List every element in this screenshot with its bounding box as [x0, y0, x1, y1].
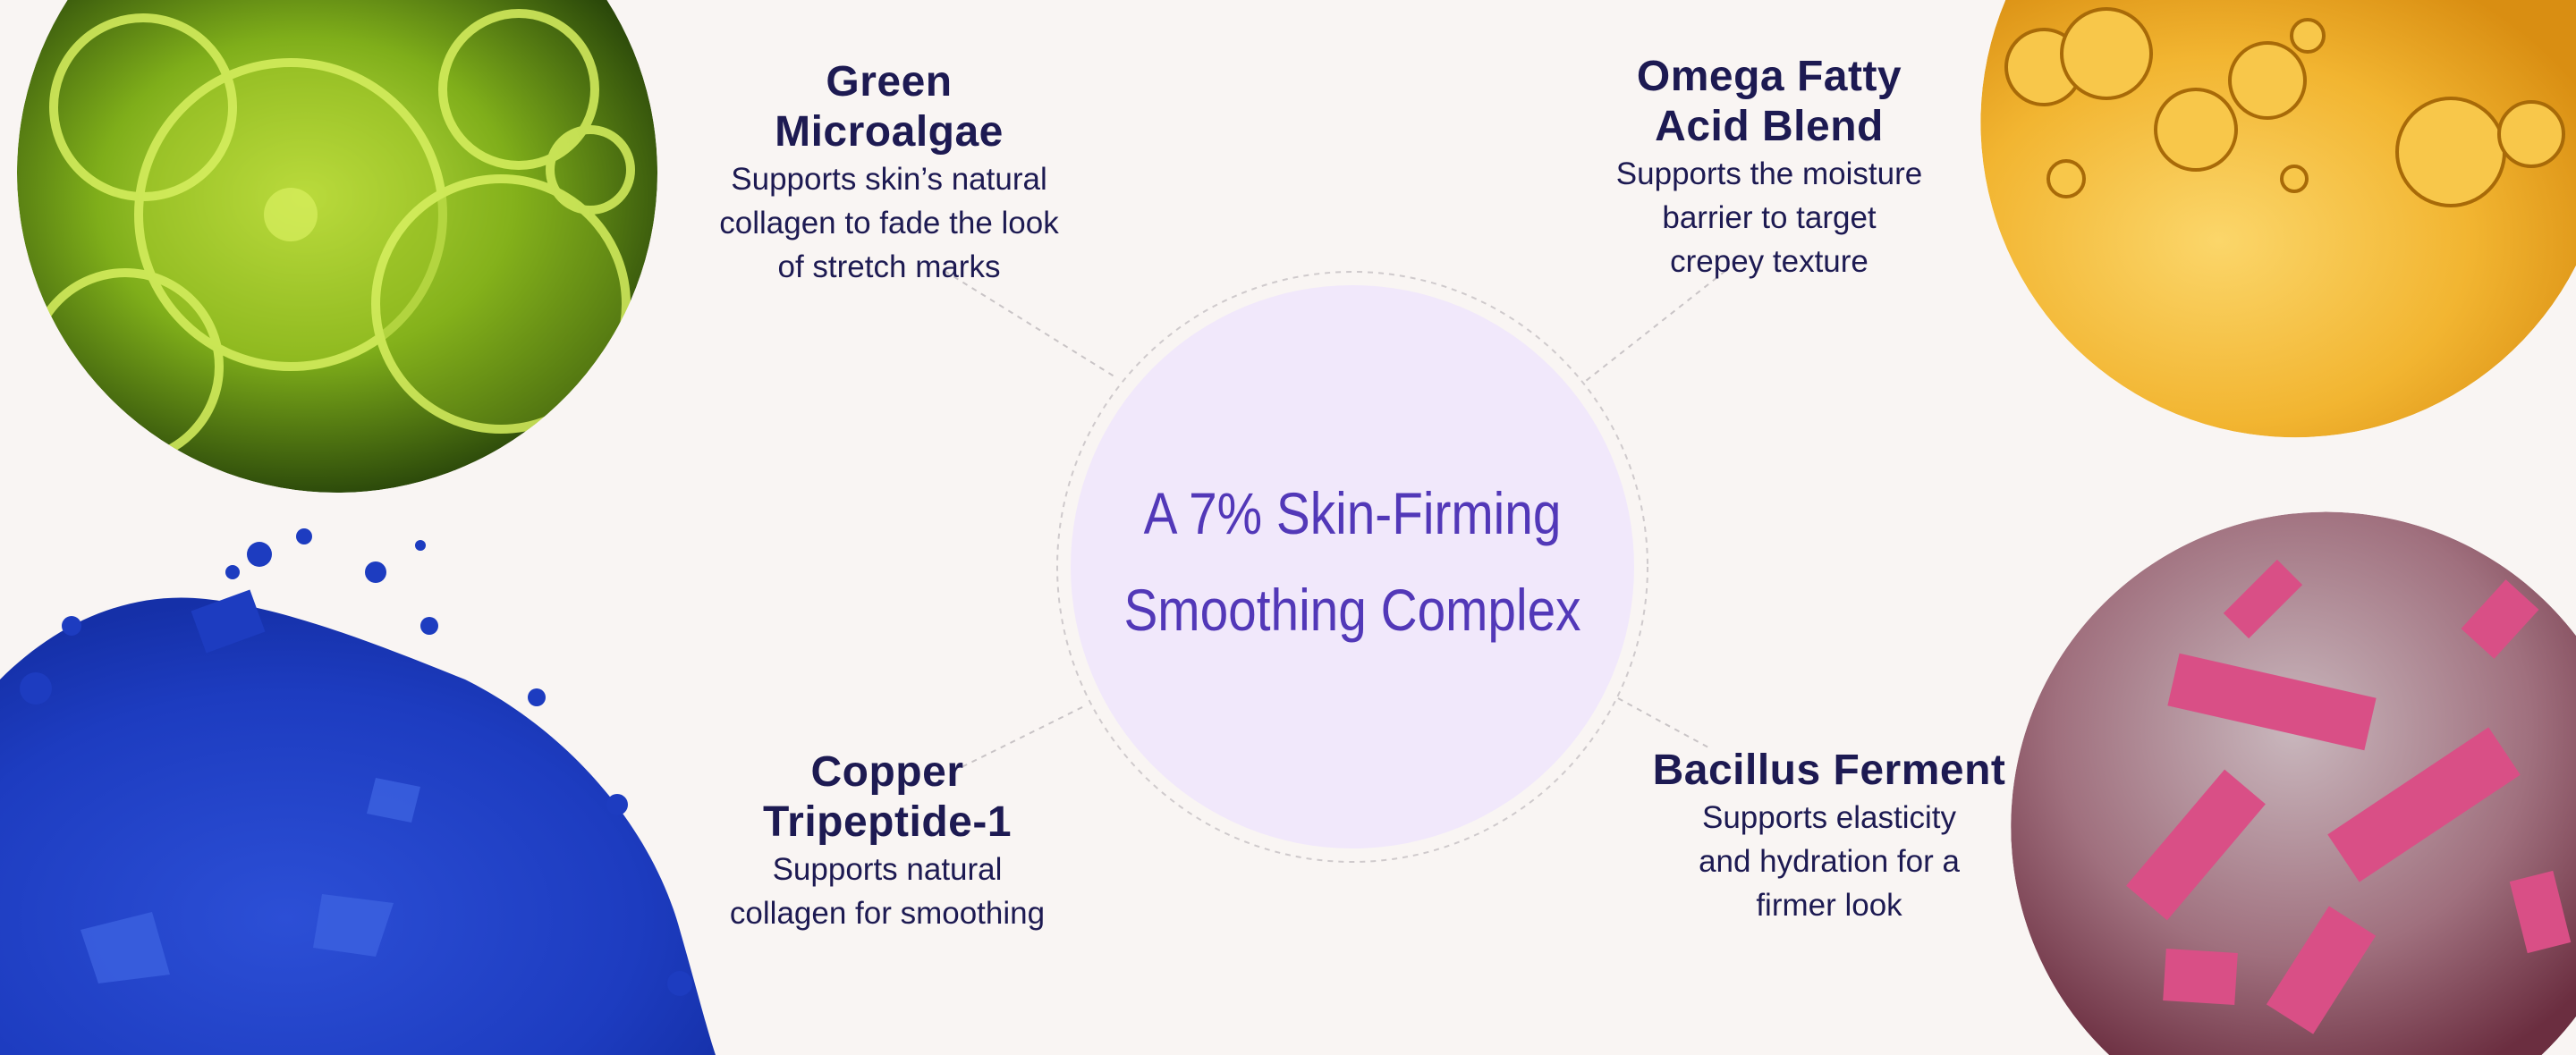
connector-lines: [944, 270, 1726, 772]
ingredient-copper-tripeptide-1: Copper Tripeptide-1 Supports natural col…: [610, 747, 1165, 935]
ingredient-title: Copper Tripeptide-1: [610, 747, 1165, 848]
center-complex-circle: [1056, 271, 1648, 863]
ingredient-description: Supports skin’s natural collagen to fade…: [612, 157, 1166, 289]
description-line: Supports natural: [772, 852, 1003, 887]
description-line: Supports skin’s natural: [731, 162, 1047, 197]
description-line: crepey texture: [1670, 244, 1868, 279]
copper-tripeptide-powder-image: [0, 528, 716, 1055]
omega-oil-image: [1980, 0, 2576, 438]
description-line: collagen for smoothing: [729, 896, 1046, 931]
title-line: Acid Blend: [1655, 103, 1884, 150]
description-line: firmer look: [1756, 888, 1902, 923]
title-line: Microalgae: [775, 108, 1004, 156]
ingredient-bacillus-ferment: Bacillus Ferment Supports elasticity and…: [1552, 746, 2106, 927]
center-title-line-1: A 7% Skin-Firming: [1143, 480, 1562, 546]
ingredient-description: Supports the moisture barrier to target …: [1492, 152, 2046, 283]
ingredient-green-microalgae: Green Microalgae Supports skin’s natural…: [612, 57, 1166, 289]
bacillus-ferment-image: [2011, 511, 2576, 1055]
ingredient-title: Bacillus Ferment: [1552, 746, 2106, 796]
title-line: Tripeptide-1: [762, 798, 1013, 846]
center-title-line-2: Smoothing Complex: [1123, 577, 1581, 643]
description-line: collagen to fade the look: [719, 206, 1059, 241]
description-line: Supports elasticity: [1701, 800, 1957, 835]
description-line: and hydration for a: [1699, 844, 1960, 879]
description-line: Supports the moisture: [1615, 156, 1923, 191]
title-line: Omega Fatty: [1636, 53, 1902, 100]
green-microalgae-image: [17, 0, 657, 494]
title-line: Green: [826, 58, 953, 106]
ingredient-description: Supports natural collagen for smoothing: [610, 848, 1165, 935]
center-complex-title: A 7% Skin-Firming Smoothing Complex: [1123, 465, 1580, 658]
description-line: of stretch marks: [777, 249, 1001, 284]
ingredient-omega-fatty-acid-blend: Omega Fatty Acid Blend Supports the mois…: [1492, 52, 2046, 283]
title-line: Bacillus Ferment: [1652, 747, 2006, 794]
ingredient-title: Omega Fatty Acid Blend: [1492, 52, 2046, 152]
title-line: Copper: [810, 748, 964, 796]
ingredient-description: Supports elasticity and hydration for a …: [1552, 796, 2106, 927]
ingredient-title: Green Microalgae: [612, 57, 1166, 157]
description-line: barrier to target: [1662, 200, 1877, 235]
